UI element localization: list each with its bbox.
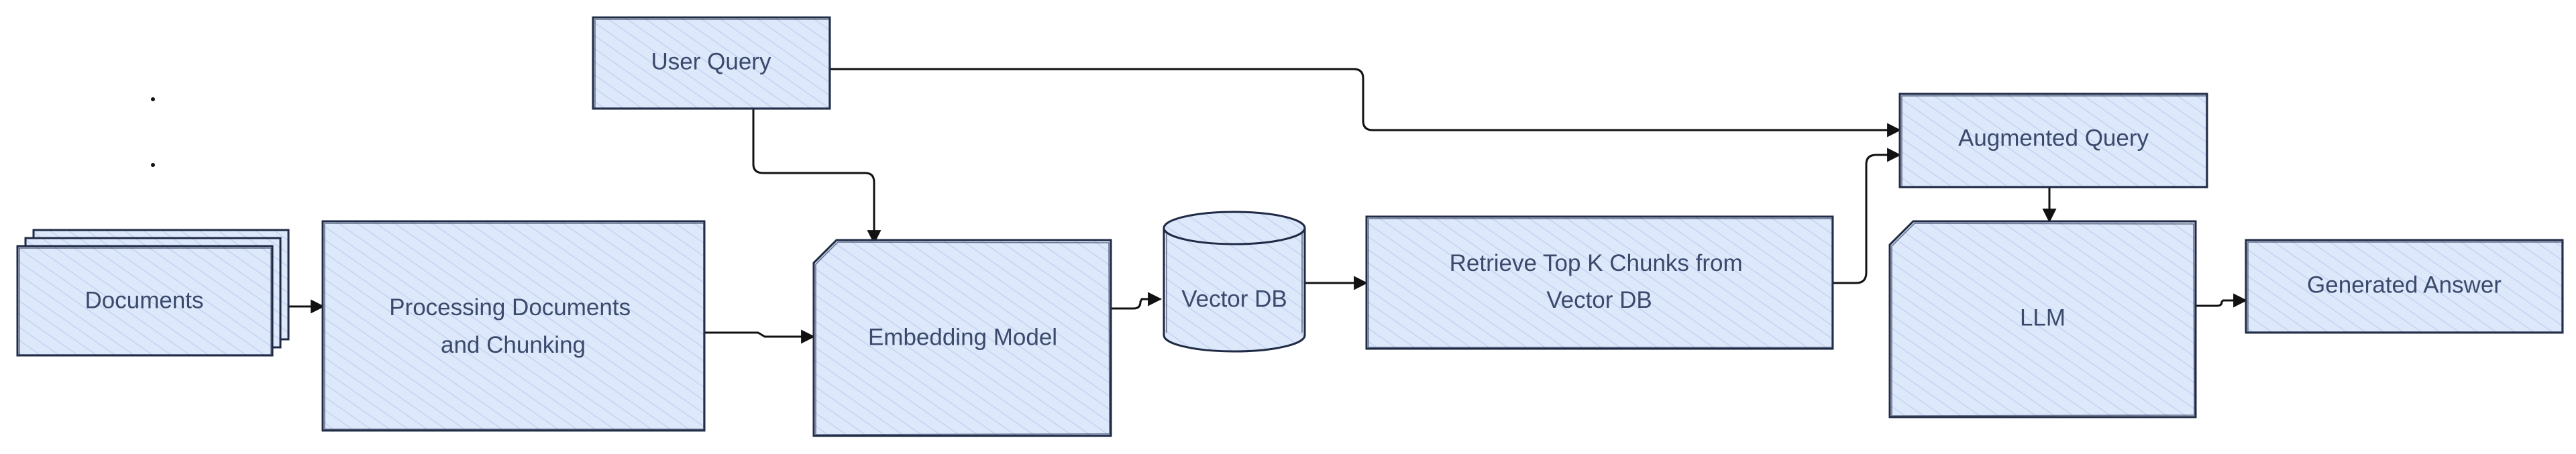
edge-retrieve-to-augmented: [1833, 148, 1902, 284]
documents-label: Documents: [85, 287, 203, 313]
answer-box-sketch: [2247, 241, 2563, 333]
node-processing[interactable]: Processing Documents and Chunking: [321, 220, 706, 432]
node-vector-db[interactable]: Vector DB: [1163, 211, 1306, 353]
stray-dot: [151, 97, 155, 101]
vector-db-cylinder-sketch: [1166, 231, 1303, 333]
retrieve-box-sketch: [1368, 218, 1833, 348]
edge-embedding-to-vectordb: [1111, 292, 1163, 310]
llm-box-sketch: [1891, 223, 2195, 416]
processing-label: Processing Documents and Chunking: [389, 294, 637, 358]
node-user-query[interactable]: User Query: [592, 16, 831, 110]
llm-label: LLM: [2020, 304, 2065, 331]
vector-db-label: Vector DB: [1181, 286, 1287, 312]
processing-box-sketch: [324, 223, 704, 430]
edge-llm-to-answer: [2196, 293, 2248, 308]
user-query-box: [592, 16, 831, 110]
augmented-label: Augmented Query: [1958, 125, 2149, 151]
embedding-box: [812, 239, 1112, 437]
augmented-box-sketch: [1901, 95, 2207, 187]
vector-db-cylinder-rim: [1163, 227, 1306, 245]
document-sheet-front: [16, 245, 274, 357]
retrieve-label-line-1: Retrieve Top K Chunks from: [1450, 250, 1743, 276]
embedding-label: Embedding Model: [868, 324, 1057, 350]
edge-processing-to-embedding: [704, 329, 816, 344]
augmented-box: [1898, 93, 2208, 188]
processing-box: [321, 220, 706, 432]
node-generated-answer[interactable]: Generated Answer: [2245, 239, 2564, 334]
answer-box: [2245, 239, 2564, 334]
edge-user-query-to-embedding: [752, 109, 881, 245]
llm-box: [1888, 220, 2197, 418]
node-augmented-query[interactable]: Augmented Query: [1898, 93, 2208, 188]
retrieve-label-line-2: Vector DB: [1546, 287, 1652, 313]
node-documents[interactable]: Documents: [16, 229, 290, 357]
user-query-label: User Query: [651, 48, 771, 74]
edges: [287, 68, 2248, 344]
user-query-box-sketch: [594, 19, 830, 109]
processing-label-line-1: Processing Documents: [389, 294, 631, 321]
node-retrieve[interactable]: Retrieve Top K Chunks from Vector DB: [1365, 215, 1834, 350]
edge-user-query-to-augmented: [830, 68, 1902, 137]
answer-label: Generated Answer: [2307, 272, 2502, 298]
retrieve-box: [1365, 215, 1834, 350]
node-embedding-model[interactable]: Embedding Model: [812, 239, 1112, 437]
vector-db-cylinder: [1163, 211, 1306, 353]
stray-dot: [151, 163, 155, 167]
processing-label-line-2: and Chunking: [441, 332, 586, 358]
document-sheet-sketch: [19, 247, 272, 355]
node-llm[interactable]: LLM: [1888, 220, 2197, 418]
embedding-box-sketch: [815, 241, 1110, 435]
retrieve-label: Retrieve Top K Chunks from Vector DB: [1450, 250, 1750, 313]
